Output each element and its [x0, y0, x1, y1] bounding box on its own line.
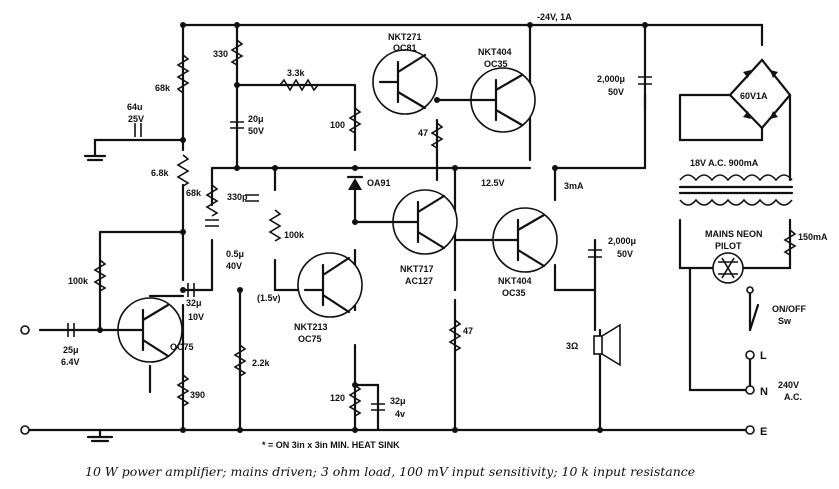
svg-text:AC127: AC127 — [405, 276, 433, 286]
svg-text:OC75: OC75 — [170, 342, 194, 352]
diode-oa91 — [346, 175, 364, 190]
bridge-rectifier — [728, 58, 792, 130]
svg-text:18V A.C. 900mA: 18V A.C. 900mA — [690, 158, 759, 168]
svg-text:PILOT: PILOT — [715, 241, 742, 251]
terminal-n: N — [760, 386, 768, 398]
mains-switch — [746, 286, 760, 359]
heat-sink-note: * = ON 3in x 3in MIN. HEAT SINK — [262, 440, 400, 450]
svg-text:OC81: OC81 — [393, 43, 417, 53]
svg-text:100k: 100k — [284, 230, 305, 240]
svg-text:ON/OFF: ON/OFF — [772, 304, 806, 314]
svg-text:47: 47 — [418, 128, 428, 138]
svg-text:330p: 330p — [227, 192, 248, 202]
svg-text:330: 330 — [213, 49, 228, 59]
svg-text:40V: 40V — [226, 261, 242, 271]
capacitors — [67, 76, 652, 411]
svg-text:6.4V: 6.4V — [61, 357, 80, 367]
svg-text:50V: 50V — [617, 249, 633, 259]
transistor-nkt271 — [372, 49, 438, 115]
svg-text:NKT271: NKT271 — [388, 32, 422, 42]
terminal-e: E — [760, 426, 767, 438]
transistor-nkt404-a — [468, 67, 536, 133]
svg-text:120: 120 — [330, 393, 345, 403]
svg-text:NKT213: NKT213 — [294, 322, 328, 332]
svg-text:OC35: OC35 — [484, 59, 508, 69]
svg-text:(1.5v): (1.5v) — [257, 293, 281, 303]
svg-text:NKT717: NKT717 — [400, 264, 434, 274]
svg-text:Sw: Sw — [778, 316, 792, 326]
svg-text:25V: 25V — [128, 114, 144, 124]
svg-text:68k: 68k — [186, 188, 202, 198]
svg-text:A.C.: A.C. — [784, 392, 802, 402]
transistor-nkt717 — [353, 189, 458, 255]
svg-text:2,000μ: 2,000μ — [597, 74, 625, 84]
ground-symbols — [83, 150, 114, 443]
speaker — [593, 323, 621, 367]
caption: 10 W power amplifier; mains driven; 3 oh… — [85, 464, 695, 479]
svg-text:10V: 10V — [188, 312, 204, 322]
svg-text:0.5μ: 0.5μ — [226, 249, 244, 259]
svg-text:NKT404: NKT404 — [498, 276, 532, 286]
svg-text:60V1A: 60V1A — [740, 91, 768, 101]
svg-text:2,000μ: 2,000μ — [608, 236, 636, 246]
svg-text:50V: 50V — [248, 126, 264, 136]
transformer — [678, 174, 794, 206]
svg-text:25μ: 25μ — [63, 345, 79, 355]
svg-text:32μ: 32μ — [186, 298, 202, 308]
neon-pilot — [712, 252, 744, 284]
terminal-l: L — [760, 350, 767, 362]
svg-text:3Ω: 3Ω — [566, 341, 578, 351]
transistor-nkt404-b — [492, 207, 558, 273]
svg-text:20μ: 20μ — [248, 114, 264, 124]
resistors — [93, 39, 797, 417]
svg-text:47: 47 — [463, 326, 473, 336]
svg-text:MAINS NEON: MAINS NEON — [705, 229, 763, 239]
svg-text:2.2k: 2.2k — [252, 358, 271, 368]
svg-text:150mA: 150mA — [798, 232, 828, 242]
svg-text:50V: 50V — [608, 87, 624, 97]
svg-text:390: 390 — [190, 390, 205, 400]
svg-text:6.8k: 6.8k — [151, 168, 170, 178]
svg-text:OA91: OA91 — [367, 178, 391, 188]
svg-text:NKT404: NKT404 — [478, 47, 512, 57]
svg-text:100: 100 — [330, 120, 345, 130]
svg-text:64u: 64u — [127, 102, 143, 112]
transistor-nkt213 — [297, 252, 363, 318]
rail-label: -24V, 1A — [537, 12, 572, 22]
transistor-oc75 — [113, 297, 183, 363]
svg-text:OC75: OC75 — [298, 334, 322, 344]
bias-node-label: 12.5V — [481, 178, 505, 188]
junction-dots — [97, 22, 648, 433]
terminals — [20, 325, 755, 435]
svg-text:240V: 240V — [778, 380, 799, 390]
current-label: 3mA — [564, 181, 584, 191]
svg-text:100k: 100k — [68, 276, 89, 286]
svg-text:32μ: 32μ — [390, 396, 406, 406]
svg-text:3.3k: 3.3k — [287, 68, 306, 78]
labels: -24V, 1A 12.5V 3mA 330 68k 6.8k 68k 64u … — [61, 12, 828, 479]
svg-text:68k: 68k — [155, 83, 171, 93]
svg-text:4v: 4v — [395, 409, 405, 419]
svg-text:OC35: OC35 — [502, 288, 526, 298]
